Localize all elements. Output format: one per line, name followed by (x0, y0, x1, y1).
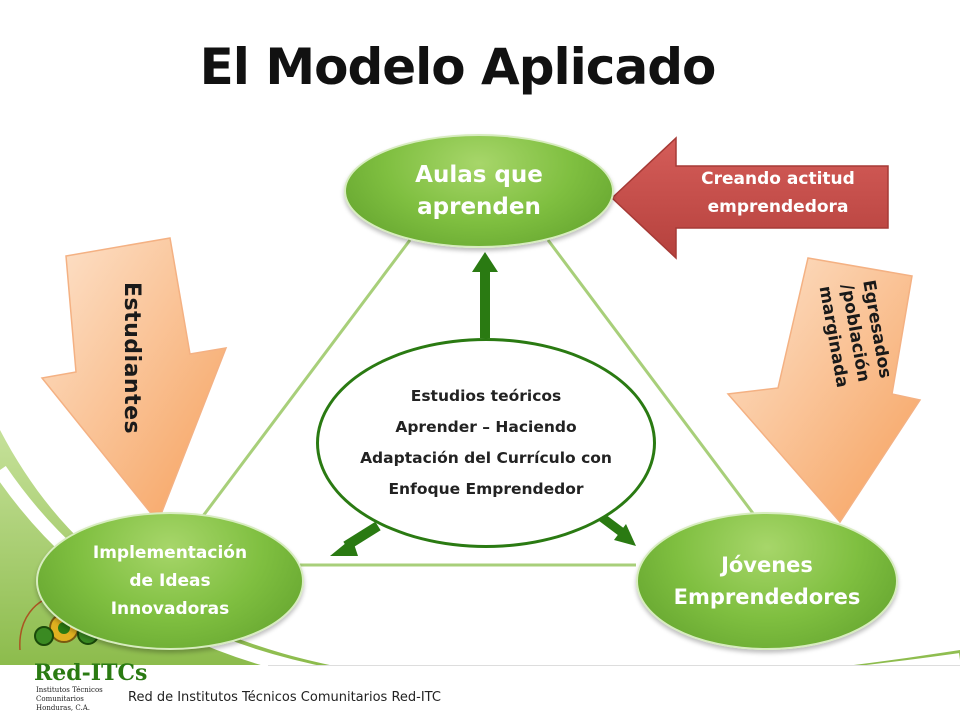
students-arrow (40, 237, 228, 524)
students-arrow-label: Estudiantes (119, 282, 144, 435)
node-top-line-1: Aulas que (415, 162, 543, 188)
logo-text: Red-ITCs (34, 660, 148, 686)
grads-arrow (726, 257, 922, 524)
node-top-line-2: aprenden (417, 194, 541, 220)
center-line-1: Estudios teóricos (410, 387, 562, 405)
red-arrow-line-2: emprendedora (707, 197, 849, 217)
center-line-4: Enfoque Emprendedor (388, 480, 584, 498)
node-aulas-que-aprenden: Aulas que aprenden (344, 134, 614, 248)
node-left-line-2: de Ideas (129, 571, 211, 591)
node-left-line-1: Implementación (92, 543, 248, 563)
node-implementacion: Implementación de Ideas Innovadoras (36, 512, 304, 650)
red-arrow-line-1: Creando actitud (701, 169, 855, 189)
node-right-line-2: Emprendedores (673, 585, 861, 609)
center-line-2: Aprender – Haciendo (395, 418, 577, 436)
page-title: El Modelo Aplicado (199, 38, 717, 96)
center-ellipse: Estudios teóricos Aprender – Haciendo Ad… (316, 338, 656, 548)
node-right-line-1: Jóvenes (721, 553, 813, 577)
center-line-3: Adaptación del Currículo con (360, 449, 612, 467)
footer-text: Red de Institutos Técnicos Comunitarios … (128, 690, 441, 705)
node-jovenes-emprendedores: Jóvenes Emprendedores (636, 512, 898, 650)
red-arrow-label: Creando actitud emprendedora (668, 165, 888, 221)
node-left-line-3: Innovadoras (110, 599, 230, 619)
logo-subtitle: Institutos Técnicos Comunitarios Hondura… (36, 686, 103, 712)
red-arrow (612, 136, 889, 260)
